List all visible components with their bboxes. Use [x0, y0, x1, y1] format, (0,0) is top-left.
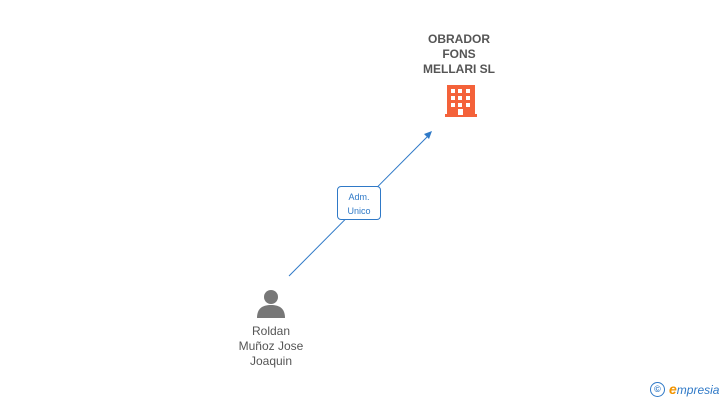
- brand-logo[interactable]: empresia: [669, 381, 719, 397]
- company-name[interactable]: OBRADOR FONS MELLARI SL: [398, 32, 520, 77]
- relation-label-line: Adm.: [348, 192, 370, 202]
- company-name-line: FONS: [442, 47, 476, 61]
- footer-brand: © empresia: [650, 380, 719, 398]
- brand-initial: e: [669, 381, 677, 397]
- company-name-line: OBRADOR: [428, 32, 490, 46]
- company-name-line: MELLARI SL: [423, 62, 495, 76]
- relation-label-line: Unico: [347, 206, 371, 216]
- person-name-line: Joaquin: [249, 354, 293, 368]
- person-icon[interactable]: [257, 290, 285, 318]
- person-name[interactable]: Roldan Muñoz Jose Joaquin: [212, 324, 330, 369]
- person-name-line: Roldan: [251, 324, 291, 338]
- building-icon[interactable]: [445, 85, 477, 117]
- copyright-icon: ©: [650, 381, 665, 397]
- relation-arrow-head: [424, 131, 432, 139]
- brand-rest: mpresia: [676, 383, 720, 397]
- person-name-line: Muñoz Jose: [238, 339, 304, 353]
- relation-label: Adm. Unico: [337, 186, 381, 220]
